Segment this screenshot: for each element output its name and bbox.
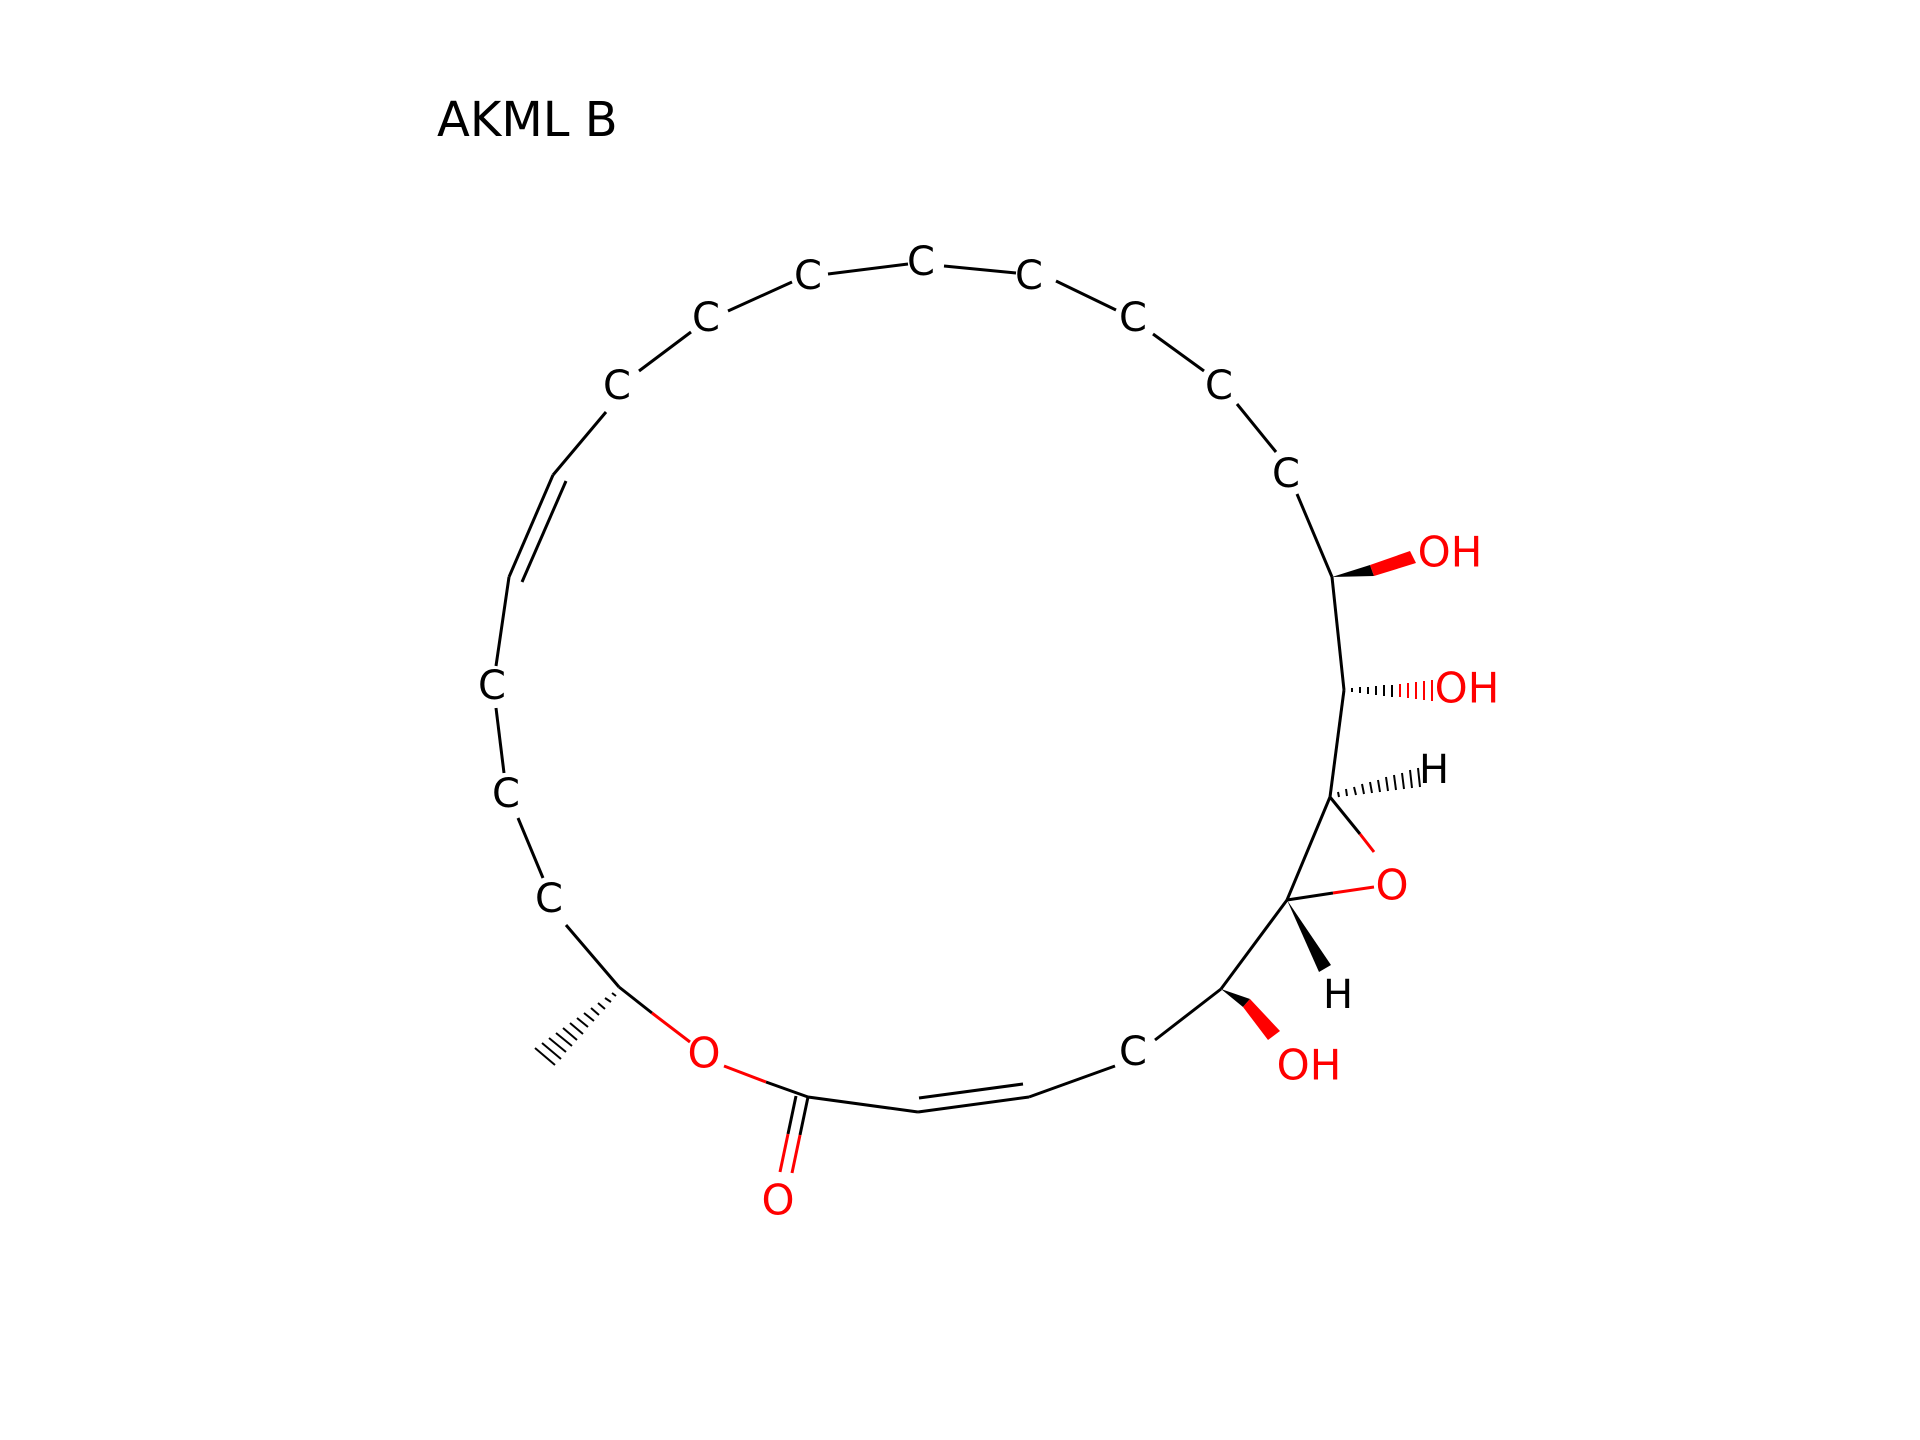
carbon-label: C [794,253,822,299]
hydroxyl-label: OH [1418,528,1483,577]
carbon-label: C [478,663,506,709]
hydroxyl-label: OH [1435,664,1500,713]
bond [943,264,1017,275]
bond [1152,332,1205,373]
carbon-label: C [1119,295,1147,341]
bond [1328,796,1362,835]
wedge-bond [1332,565,1374,577]
bond [507,474,555,578]
bond [918,1082,1024,1100]
bond [1285,796,1332,901]
bond [1219,899,1289,990]
carbon-label: C [1205,363,1233,409]
wedge-bond [1370,551,1416,576]
bond [1295,493,1334,578]
wedge-bond [1221,989,1250,1007]
bond [798,1096,810,1136]
ester-oxygen-label: O [687,1029,720,1078]
bond [494,576,511,667]
bond [520,480,568,583]
bond [1235,403,1278,453]
bond [1358,833,1376,853]
wedge-bond [1287,900,1331,972]
carbon-label: C [692,295,720,341]
bond [1286,891,1334,902]
bond-lines [494,262,1362,1136]
hydrogen-label: H [1419,747,1449,793]
bond [651,1011,691,1044]
bond [516,817,545,879]
hydroxyl-label: OH [1277,1041,1342,1090]
bond [618,985,653,1015]
wedge-bond [1243,999,1280,1040]
stereo-bonds [534,551,1433,1066]
bond [638,330,692,373]
atom-labels: C C C C C C C C C C C C OH OH OH H H O O… [478,239,1499,1225]
carbon-label: C [1119,1029,1147,1075]
carbonyl-oxygen-label: O [761,1176,794,1225]
bond [917,1095,1030,1114]
bond [551,411,608,476]
hashed-bond [1337,767,1421,798]
bond [778,1133,790,1173]
bond [1330,576,1346,691]
heteroatom-bond-lines [651,833,1376,1174]
hydrogen-label: H [1323,972,1353,1018]
bond [1328,689,1346,798]
hashed-bond [534,992,617,1066]
bond [1055,279,1117,312]
carbon-label: C [1015,253,1043,299]
molecule-title: AKML B [437,92,618,148]
bond [786,1095,798,1135]
bond [807,1095,919,1114]
bond [790,1134,802,1174]
carbon-label: C [603,363,631,409]
bond [827,262,909,276]
bond [1332,885,1375,895]
hashed-bond [1351,680,1433,701]
carbon-label: C [1272,451,1300,497]
epoxide-oxygen-label: O [1375,861,1408,910]
carbon-label: C [907,239,935,285]
bond [1154,987,1222,1042]
bond [723,1064,767,1084]
bond [494,707,506,774]
carbon-label: C [492,771,520,817]
carbon-label: C [535,876,563,922]
bond [727,280,793,313]
bond [1028,1064,1116,1099]
bond [564,924,621,988]
bond [765,1080,809,1099]
